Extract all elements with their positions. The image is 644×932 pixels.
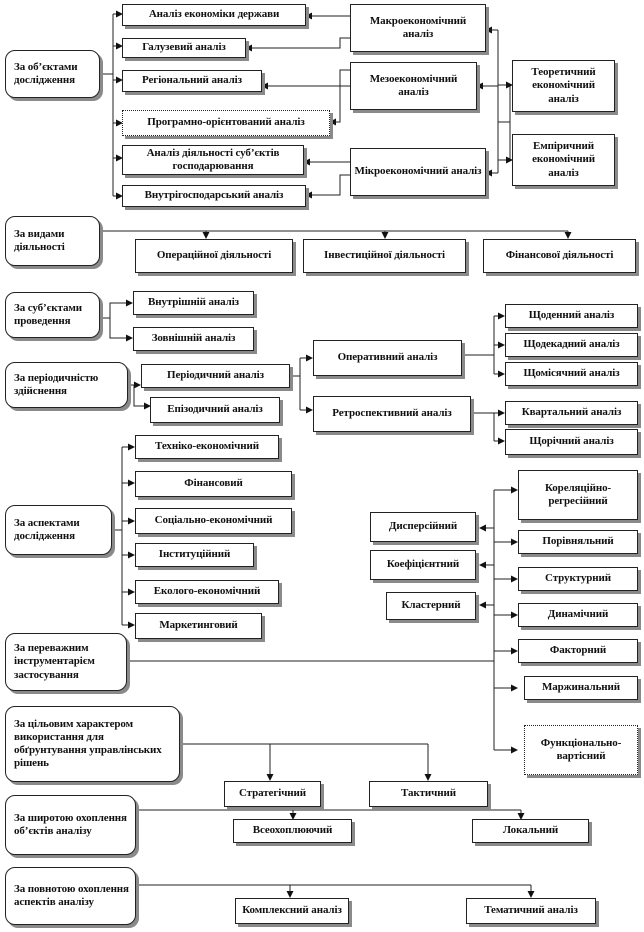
box-strategic: Стратегічний [224, 781, 321, 807]
box-macroeconomic: Макроекономічний аналіз [350, 4, 486, 52]
criterion-purpose: За цільовим характером використання для … [5, 706, 180, 782]
box-local: Локальний [472, 819, 589, 843]
box-sectoral-analysis: Галузевий аналіз [122, 38, 246, 58]
box-theoretical: Теоретичний економічний аналіз [512, 60, 615, 112]
criterion-aspects: За аспектами дослідження [5, 505, 112, 555]
box-empirical: Емпіричний економічний аналіз [512, 134, 615, 186]
box-complex-analysis: Комплексний аналіз [235, 898, 349, 924]
box-correlation-regression: Кореляційно-регресійний [518, 470, 638, 520]
box-dispersion: Дисперсійний [370, 512, 476, 542]
box-technical-economic: Техніко-економічний [135, 435, 279, 459]
box-institutional: Інституційний [135, 543, 254, 567]
box-mesoeconomic: Мезоекономічний аналіз [350, 62, 477, 110]
criterion-completeness: За повнотою охоплення аспектів аналізу [5, 867, 136, 925]
box-dynamic: Динамічний [518, 603, 638, 627]
box-external-analysis: Зовнішній аналіз [133, 327, 254, 351]
box-comparative: Порівняльний [518, 530, 638, 554]
box-operational-analysis: Оперативний аналіз [313, 340, 462, 376]
box-entities-analysis: Аналіз діяльності суб’єктів господарюван… [122, 145, 304, 175]
box-internal-analysis: Внутрішній аналіз [133, 291, 254, 315]
box-microeconomic: Мікроекономічний аналіз [350, 148, 486, 196]
criterion-subjects: За суб’єктами проведення [5, 292, 100, 338]
box-retrospective-analysis: Ретроспективний аналіз [313, 396, 471, 432]
box-marginal: Маржинальний [524, 676, 638, 700]
box-operating-activity: Операційної діяльності [135, 239, 293, 273]
criterion-objects: За об’єктами дослідження [5, 50, 100, 98]
box-financial-activity: Фінансової діяльності [483, 239, 636, 273]
box-social-economic: Соціально-економічний [135, 508, 292, 534]
box-coefficient: Коефіцієнтний [370, 550, 476, 580]
criterion-activity-types: За видами діяльності [5, 216, 100, 266]
box-comprehensive: Всеохоплюючий [233, 819, 352, 843]
criterion-instruments: За переважним інструментарієм застосуван… [5, 633, 127, 691]
criterion-breadth: За широтою охоплення об’єктів аналізу [5, 795, 136, 855]
criterion-periodicity: За періодичністю здійснення [5, 362, 128, 408]
box-annual-analysis: Щорічний аналіз [505, 429, 638, 455]
box-marketing: Маркетинговий [135, 613, 262, 639]
box-ten-day-analysis: Щодекадний аналіз [505, 333, 638, 357]
box-quarterly-analysis: Квартальний аналіз [505, 401, 638, 425]
box-cluster: Кластерний [386, 592, 476, 620]
box-factor: Факторний [518, 639, 638, 663]
box-economy-analysis: Аналіз економіки держави [122, 4, 306, 26]
box-tactical: Тактичний [369, 781, 488, 807]
box-monthly-analysis: Щомісячний аналіз [505, 362, 638, 386]
box-investing-activity: Інвестиційної діяльності [303, 239, 466, 273]
box-ecological-economic: Еколого-економічний [135, 580, 279, 604]
box-structural: Структурний [518, 567, 638, 591]
box-regional-analysis: Регіональний аналіз [122, 70, 262, 92]
box-thematic-analysis: Тематичний аналіз [466, 898, 596, 924]
box-episodic-analysis: Епізодичний аналіз [150, 397, 280, 423]
box-periodic-analysis: Періодичний аналіз [141, 364, 290, 388]
box-daily-analysis: Щоденний аналіз [505, 304, 638, 328]
box-program-analysis: Програмно-орієнтований аналіз [122, 110, 330, 136]
box-financial-aspect: Фінансовий [135, 471, 292, 497]
box-internal-economic-analysis: Внутрігосподарський аналіз [122, 185, 306, 207]
box-functional-cost: Функціонально-вартісний [524, 725, 638, 775]
